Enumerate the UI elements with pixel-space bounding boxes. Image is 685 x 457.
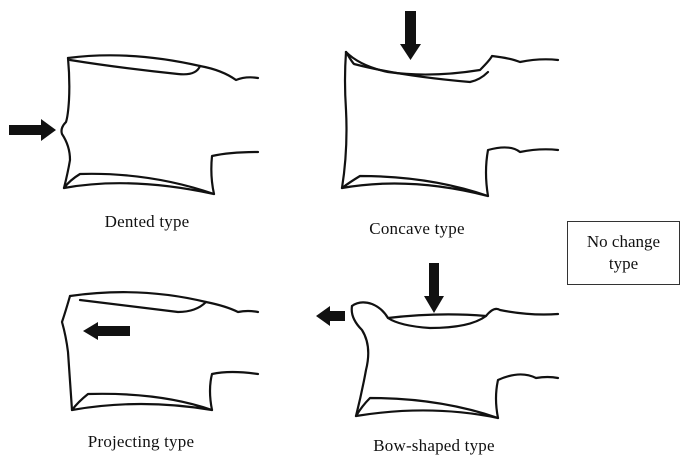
bow-shaped-type-caption: Bow-shaped type [354,436,514,456]
dented-vertebra-outline [62,55,259,194]
concave-arrow [400,11,421,60]
concave-vertebra-outline [342,52,558,196]
dented-type-caption: Dented type [82,212,212,232]
projecting-vertebra-outline [62,292,258,410]
projecting-type-caption: Projecting type [66,432,216,452]
bow-vertical-arrow [424,263,444,313]
no-change-line-2: type [609,253,638,275]
no-change-type-box: No change type [567,221,680,285]
bow-shaped-vertebra-outline [352,302,558,418]
bow-horizontal-arrow [316,306,345,326]
concave-type-caption: Concave type [352,219,482,239]
projecting-arrow [83,322,130,340]
no-change-line-1: No change [587,231,660,253]
dented-arrow [9,119,56,141]
